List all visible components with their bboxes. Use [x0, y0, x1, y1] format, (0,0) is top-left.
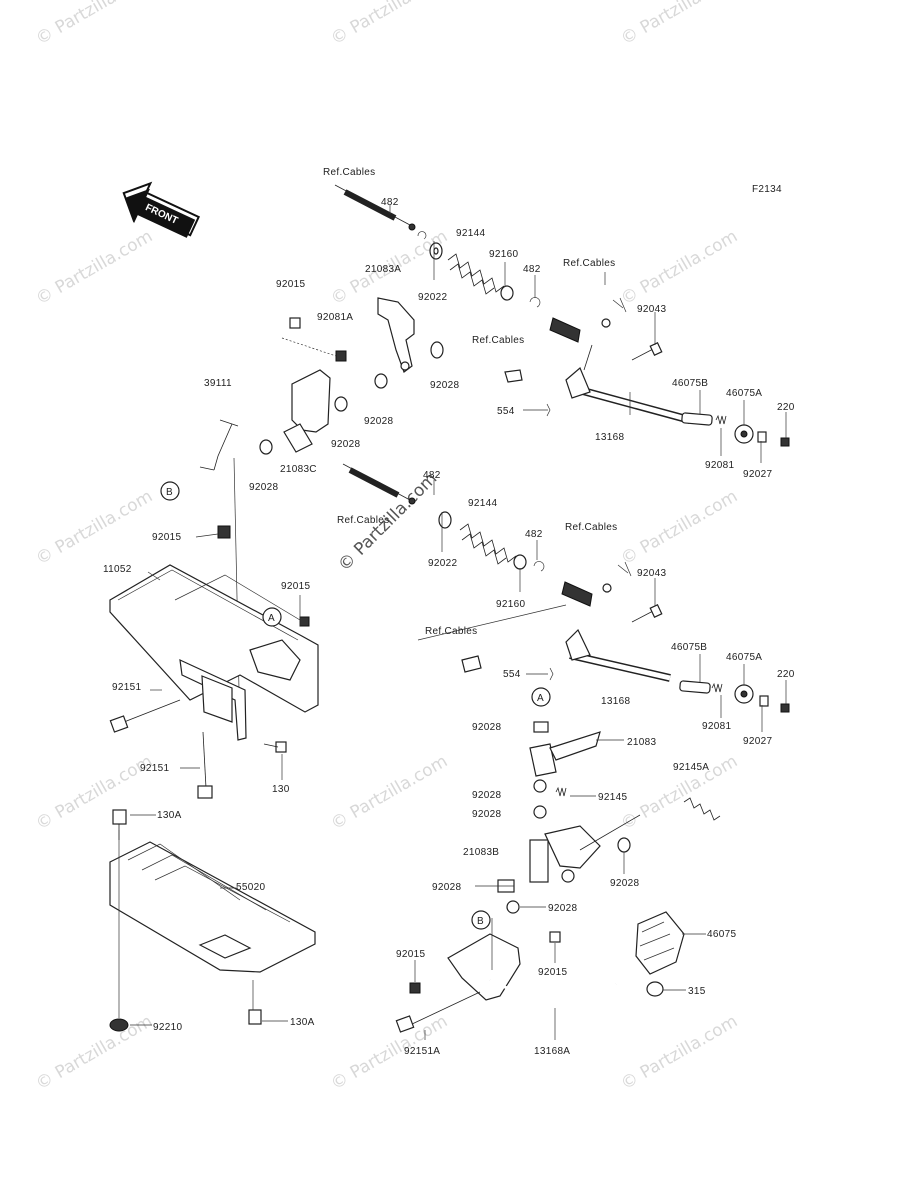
part-number-label: 92028	[430, 380, 459, 391]
watermark-text: © Partzilla.com	[618, 1011, 742, 1094]
part-number-label: 92015	[396, 949, 425, 960]
part-number-label: 92022	[428, 558, 457, 569]
part-number-label: 92144	[456, 228, 485, 239]
upper-linkage	[199, 297, 444, 737]
part-number-label: 92015	[276, 279, 305, 290]
part-number-label: 92081	[702, 721, 731, 732]
callout-b-lower: B	[471, 910, 491, 930]
watermark-text: © Partzilla.com	[618, 226, 742, 309]
part-number-label: 92151	[140, 763, 169, 774]
part-number-label: 13168	[601, 696, 630, 707]
part-number-label: 11052	[103, 564, 132, 575]
part-number-label: 92160	[489, 249, 518, 260]
part-number-label: 92028	[364, 416, 393, 427]
upper-cable-assembly	[334, 184, 790, 463]
ref-cables-label: Ref.Cables	[565, 522, 617, 533]
part-number-label: 46075B	[671, 642, 707, 653]
part-number-label: 21083C	[280, 464, 317, 475]
pedal-assembly	[395, 721, 721, 1040]
watermark-layer: © Partzilla.com © Partzilla.com © Partzi…	[33, 0, 742, 1094]
part-number-label: 220	[777, 402, 795, 413]
watermark-text: © Partzilla.com	[33, 0, 157, 49]
ref-cables-label: Ref.Cables	[563, 258, 615, 269]
part-number-label: 130	[272, 784, 290, 795]
watermark-text: © Partzilla.com	[328, 0, 452, 49]
part-number-label: 482	[423, 470, 441, 481]
skid-plate	[109, 809, 316, 1032]
part-number-label: 55020	[236, 882, 265, 893]
watermark-text: © Partzilla.com	[33, 1011, 157, 1094]
part-number-label: 92022	[418, 292, 447, 303]
watermark-text: © Partzilla.com	[33, 226, 157, 309]
part-number-label: 92028	[472, 809, 501, 820]
callout-a-upper: A	[262, 607, 282, 627]
watermark-text: © Partzilla.com	[618, 0, 742, 49]
ref-cables-label: Ref.Cables	[425, 626, 477, 637]
part-number-label: 39111	[204, 378, 232, 389]
svg-text:A: A	[268, 613, 275, 624]
part-number-label: 92210	[153, 1022, 182, 1033]
part-number-label: 92027	[743, 469, 772, 480]
callout-a-lower: A	[531, 687, 551, 707]
watermark-text: © Partzilla.com	[328, 751, 452, 834]
part-number-label: 92145	[598, 792, 627, 803]
svg-text:A: A	[537, 693, 544, 704]
part-number-label: 92151A	[404, 1046, 440, 1057]
part-number-label: 46075A	[726, 388, 762, 399]
part-number-label: 92028	[472, 722, 501, 733]
part-number-label: 92028	[331, 439, 360, 450]
part-number-label: 92160	[496, 599, 525, 610]
part-number-label: 92151	[112, 682, 141, 693]
ref-cables-label: Ref.Cables	[337, 515, 389, 526]
part-number-label: 92015	[152, 532, 181, 543]
part-number-label: 92015	[538, 967, 567, 978]
part-number-label: 92145A	[673, 762, 709, 773]
part-number-label: 92027	[743, 736, 772, 747]
part-number-label: 92081A	[317, 312, 353, 323]
part-number-label: 21083A	[365, 264, 401, 275]
watermark-text: © Partzilla.com	[33, 751, 157, 834]
part-number-label: 46075A	[726, 652, 762, 663]
part-number-label: 130A	[290, 1017, 315, 1028]
diagram-code: F2134	[752, 184, 782, 195]
lower-cable-assembly	[342, 463, 790, 732]
part-number-label: 92028	[249, 482, 278, 493]
frame-bracket	[109, 525, 319, 799]
part-number-label: 46075	[707, 929, 736, 940]
part-number-label: 482	[523, 264, 541, 275]
part-number-label: 21083B	[463, 847, 499, 858]
part-number-label: 21083	[627, 737, 656, 748]
svg-text:B: B	[477, 916, 484, 927]
part-number-label: 554	[497, 406, 515, 417]
part-number-label: 92028	[432, 882, 461, 893]
part-number-label: 315	[688, 986, 706, 997]
part-number-label: 92015	[281, 581, 310, 592]
ref-cables-label: Ref.Cables	[472, 335, 524, 346]
part-number-label: 92043	[637, 568, 666, 579]
part-number-label: 92144	[468, 498, 497, 509]
front-arrow-icon: FRONT	[122, 181, 200, 238]
part-number-label: 130A	[157, 810, 182, 821]
part-number-label: 92028	[548, 903, 577, 914]
part-number-label: 482	[525, 529, 543, 540]
part-number-label: 13168A	[534, 1046, 570, 1057]
part-number-label: 220	[777, 669, 795, 680]
part-number-label: 92028	[610, 878, 639, 889]
part-labels: Ref.Cables 482 92144 92160 482 Ref.Cable…	[103, 167, 795, 1057]
part-number-label: 92081	[705, 460, 734, 471]
watermark-text: © Partzilla.com	[618, 486, 742, 569]
part-number-label: 92028	[472, 790, 501, 801]
callout-b-left: B	[160, 481, 180, 501]
part-number-label: 13168	[595, 432, 624, 443]
svg-text:B: B	[166, 487, 173, 498]
watermark-text: © Partzilla.com	[33, 486, 157, 569]
part-number-label: 46075B	[672, 378, 708, 389]
part-number-label: 482	[381, 197, 399, 208]
part-number-label: 554	[503, 669, 521, 680]
ref-cables-label: Ref.Cables	[323, 167, 375, 178]
part-number-label: 92043	[637, 304, 666, 315]
